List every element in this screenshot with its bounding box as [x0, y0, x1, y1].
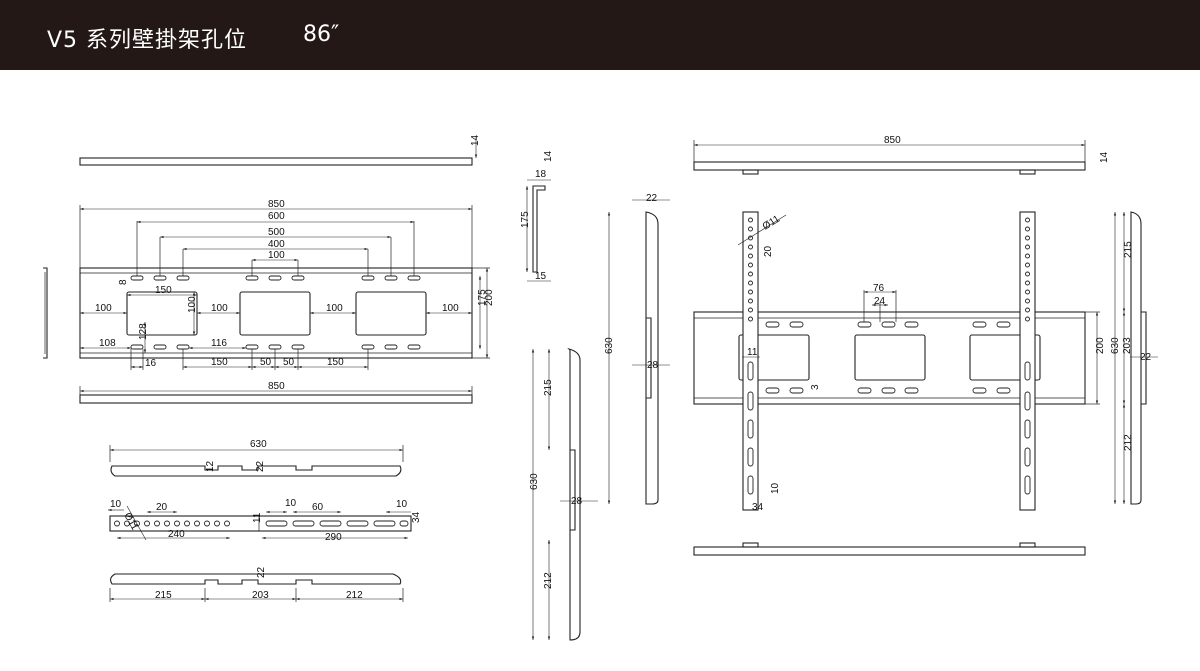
dim-width-850: 850 [268, 199, 285, 210]
arm-side-profile-right: 22 630 28 [604, 193, 670, 505]
assembly-bottom-edge-view [693, 542, 1086, 556]
dim-100-gap2: 100 [326, 303, 343, 314]
dim-175-hook: 175 [520, 211, 531, 228]
dim-212-side: 212 [543, 572, 554, 589]
dim-128: 128 [138, 323, 149, 340]
dim-arm-630: 630 [250, 439, 267, 450]
dim-22-bottom: 22 [256, 566, 267, 578]
dim-60: 60 [312, 502, 324, 513]
dim-175: 175 [477, 289, 488, 306]
assembly-bottom-slots [765, 387, 1011, 394]
dim-215: 215 [155, 590, 172, 601]
dim-24: 24 [874, 296, 886, 307]
dim-16: 16 [145, 358, 157, 369]
screen-size-label: 86″ [303, 22, 340, 47]
dim-10-mid: 10 [285, 498, 297, 509]
dim-212: 212 [346, 590, 363, 601]
dim-630-side: 630 [529, 473, 540, 490]
dim-22-top: 22 [255, 460, 266, 472]
dim-76: 76 [873, 283, 885, 294]
dim-12: 12 [205, 460, 216, 472]
plate-window-center [239, 291, 311, 336]
dim-100-left: 100 [95, 303, 112, 314]
dim-18: 18 [535, 169, 547, 180]
dim-11-assembly: 11 [747, 347, 758, 358]
dim-212-assembly: 212 [1123, 434, 1134, 451]
dim-10-left: 10 [110, 499, 122, 510]
assembly-top-slots [765, 321, 1011, 328]
wall-plate-side-profile [43, 267, 48, 359]
dim-215-assembly: 215 [1123, 241, 1134, 258]
dim-hole-diameter: Ø11 [121, 511, 140, 533]
dim-11: 11 [252, 512, 263, 523]
dim-22-side: 22 [646, 193, 658, 204]
dim-203-assembly: 203 [1122, 337, 1133, 354]
dim-34: 34 [411, 511, 422, 523]
wall-plate-bottom-edge-view: 850 [79, 381, 473, 404]
dim-200-assembly: 200 [1095, 337, 1106, 354]
assembly-front-view: Ø11 20 76 24 11 3 34 10 200 215 630 203 … [693, 211, 1134, 513]
dim-100-right: 100 [442, 303, 459, 314]
plate-window-right [355, 291, 427, 336]
dim-28-right: 28 [647, 360, 659, 371]
dim-8: 8 [118, 279, 129, 285]
dim-bottom-850: 850 [268, 381, 285, 392]
dim-28-middle: 28 [571, 496, 583, 507]
wall-plate-top-edge-view: 14 [79, 134, 481, 166]
assembly-side-profile: 22 [1130, 211, 1158, 505]
dim-100-top: 100 [268, 250, 285, 261]
dim-20-assembly: 20 [763, 245, 774, 257]
dim-116: 116 [211, 338, 227, 349]
dim-100-window-h: 100 [187, 296, 198, 313]
assembly-top-edge-view: 850 14 [693, 135, 1110, 175]
dim-500: 500 [268, 227, 285, 238]
wall-plate-front-view: 850 600 500 400 100 8 150 100 100 100 10… [79, 199, 495, 370]
dim-10-right: 10 [396, 499, 408, 510]
dim-630-assembly: 630 [1110, 337, 1121, 354]
page-title: V5 系列壁掛架孔位 [47, 28, 248, 53]
arm-slots [265, 520, 409, 527]
assembly-arm-left [742, 211, 759, 511]
dim-203: 203 [252, 590, 269, 601]
header-bar: V5 系列壁掛架孔位 86″ [0, 0, 1200, 70]
dim-50a: 50 [260, 357, 272, 368]
dim-34-assembly: 34 [752, 502, 764, 513]
dim-150-window: 150 [155, 285, 172, 296]
dim-arm-hole-diameter: Ø11 [761, 213, 783, 232]
dim-20: 20 [156, 502, 168, 513]
dim-150-bottom2: 150 [327, 357, 344, 368]
arm-top-view: 630 12 22 [109, 439, 404, 477]
dim-22-assembly-side: 22 [1140, 352, 1152, 363]
dim-630-right-side: 630 [604, 337, 615, 354]
arm-side-profile-middle: 215 630 212 28 [529, 347, 598, 641]
dim-50b: 50 [283, 357, 295, 368]
dim-thickness-14: 14 [470, 134, 481, 146]
arm-front-view: 10 20 Ø11 10 60 10 11 34 240 290 [108, 498, 422, 543]
dim-assembly-850: 850 [884, 135, 901, 146]
plate-bottom-slots [130, 344, 421, 350]
plate-top-slots [130, 275, 421, 281]
arm-bottom-view: 22 215 203 212 [109, 566, 404, 602]
dim-3: 3 [810, 384, 821, 390]
dim-400: 400 [268, 239, 285, 250]
dim-290: 290 [325, 532, 342, 543]
dim-108: 108 [99, 338, 116, 349]
dim-215-side: 215 [543, 379, 554, 396]
dim-600: 600 [268, 211, 285, 222]
dim-150-bottom1: 150 [211, 357, 228, 368]
technical-drawing: 14 850 600 500 [43, 134, 1158, 641]
assembly-arm-right [1019, 211, 1036, 511]
dim-15: 15 [535, 271, 547, 282]
dim-200: 200 [484, 289, 495, 306]
hook-side-profile: 18 14 175 15 [520, 150, 554, 282]
dim-240: 240 [168, 529, 185, 540]
dim-100-gap1: 100 [211, 303, 228, 314]
dim-14-hook: 14 [543, 150, 554, 162]
dim-14-assembly: 14 [1099, 151, 1110, 163]
dim-10-assembly: 10 [770, 482, 781, 494]
